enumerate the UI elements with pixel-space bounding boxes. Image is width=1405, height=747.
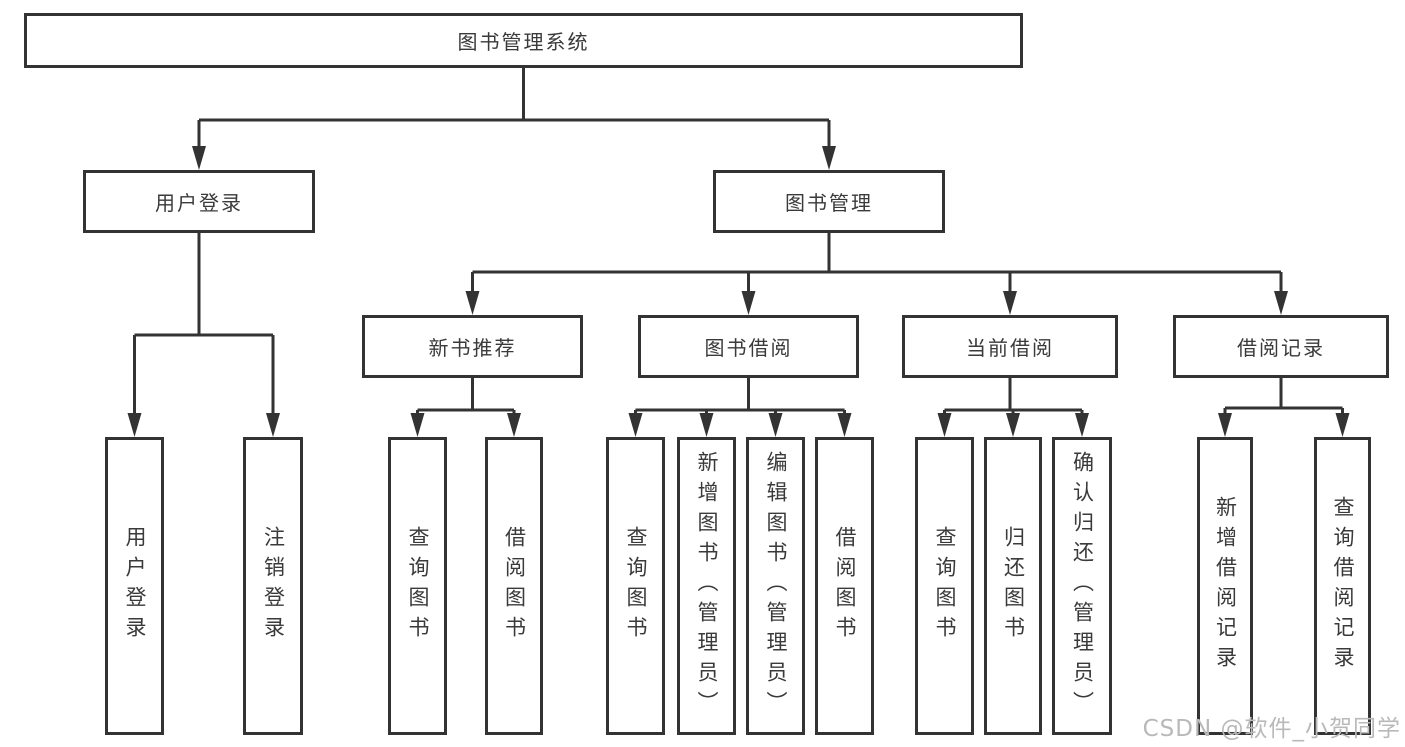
arrowhead [1274, 291, 1288, 315]
node-label: 用户登录 [155, 191, 243, 215]
leaf-user-login: 用户登录 [105, 437, 164, 735]
connector-bookmgmt-to-level3 [471, 233, 1283, 293]
leaf-current-confirm-return-admin: 确认归还（管理员） [1052, 437, 1112, 735]
node-label: 借阅记录 [1237, 336, 1325, 360]
node-label: 注销登录 [261, 526, 286, 646]
arrowhead [1335, 413, 1350, 437]
node-label: 查询图书 [933, 526, 958, 646]
node-label: 借阅图书 [833, 526, 858, 646]
connector-root-to-level2 [197, 68, 831, 148]
connector-bookborrow-to-leaves [634, 378, 846, 415]
leaf-newbooks-query-books: 查询图书 [388, 437, 447, 735]
leaf-borrowing-add-books-admin: 新增图书（管理员） [677, 437, 736, 735]
arrowhead [741, 291, 756, 315]
node-label: 新增图书（管理员） [695, 451, 720, 721]
arrowhead [1006, 413, 1020, 437]
node-label: 归还图书 [1001, 526, 1026, 646]
leaf-records-query-record: 查询借阅记录 [1314, 437, 1371, 735]
arrowhead [1218, 413, 1232, 437]
node-label: 图书管理系统 [457, 30, 590, 54]
node-library-management-system: 图书管理系统 [24, 13, 1023, 68]
node-new-book-recommendation: 新书推荐 [362, 315, 583, 378]
arrowhead [127, 413, 142, 437]
leaf-newbooks-borrow-books: 借阅图书 [485, 437, 543, 735]
arrowhead [768, 413, 783, 437]
leaf-records-add-record: 新增借阅记录 [1197, 437, 1253, 735]
arrowhead [1075, 413, 1089, 437]
leaf-current-query-books: 查询图书 [915, 437, 974, 735]
node-label: 用户登录 [123, 526, 148, 646]
arrowhead [837, 413, 852, 437]
arrowhead [822, 146, 836, 170]
arrowhead [507, 413, 521, 437]
node-label: 图书借阅 [704, 336, 793, 360]
leaf-logout: 注销登录 [243, 437, 303, 735]
node-label: 查询图书 [624, 526, 649, 646]
node-label: 查询借阅记录 [1331, 496, 1356, 676]
node-book-management: 图书管理 [713, 170, 945, 233]
connector-records-to-leaves [1223, 378, 1344, 413]
leaf-borrowing-edit-books-admin: 编辑图书（管理员） [746, 437, 805, 735]
arrowhead [937, 413, 952, 437]
node-label: 借阅图书 [502, 526, 527, 646]
node-label: 编辑图书（管理员） [764, 451, 789, 721]
node-label: 确认归还（管理员） [1070, 451, 1095, 721]
node-user-login: 用户登录 [83, 170, 315, 233]
leaf-borrowing-query-books: 查询图书 [606, 437, 665, 735]
node-book-borrowing: 图书借阅 [638, 315, 859, 378]
node-label: 新书推荐 [428, 336, 517, 360]
arrowhead [699, 413, 714, 437]
arrowhead [628, 413, 643, 437]
node-label: 查询图书 [406, 526, 431, 646]
connector-currentborrow-to-leaves [943, 378, 1084, 415]
node-label: 当前借阅 [966, 336, 1054, 360]
leaf-borrowing-borrow-books: 借阅图书 [815, 437, 874, 735]
arrowhead [266, 413, 280, 437]
node-borrowing-records: 借阅记录 [1173, 315, 1389, 378]
connector-userlogin-to-leaves [133, 233, 275, 415]
leaf-current-return-books: 归还图书 [984, 437, 1042, 735]
arrowhead [192, 146, 206, 170]
connector-newbooks-to-leaves [416, 378, 516, 415]
arrowhead [1003, 291, 1017, 315]
node-label: 新增借阅记录 [1213, 496, 1238, 676]
node-label: 图书管理 [785, 191, 873, 215]
watermark: CSDN @软件_小贺同学 [1142, 716, 1401, 742]
arrowhead [410, 413, 425, 437]
arrowhead [465, 291, 480, 315]
node-current-borrowing: 当前借阅 [902, 315, 1118, 378]
